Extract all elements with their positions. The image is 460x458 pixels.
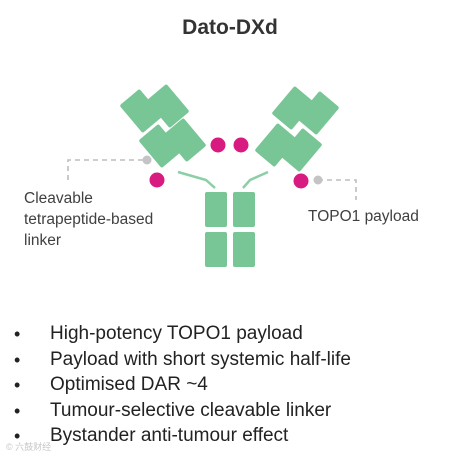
bullet-icon: • [14, 426, 21, 446]
linker-leader-line [67, 159, 146, 180]
left-fab-arm [120, 84, 206, 168]
bullet-icon: • [14, 400, 21, 421]
list-item: • Payload with short systemic half-life [0, 348, 351, 374]
bullet-icon: • [14, 375, 21, 395]
linker-label: Cleavable tetrapeptide-based linker [24, 188, 153, 251]
linker-end-dot [142, 155, 152, 165]
diagram-title: Dato-DXd [182, 16, 278, 39]
list-item: • Tumour-selective cleavable linker [0, 399, 351, 425]
payload-dot [149, 172, 165, 188]
list-item: • Bystander anti-tumour effect [0, 424, 351, 450]
payload-end-dot [313, 175, 323, 185]
list-item-text: High-potency TOPO1 payload [50, 323, 303, 344]
antibody-diagram [67, 84, 357, 267]
payload-dot [233, 137, 249, 153]
watermark: © 六鼓财经 [6, 442, 52, 452]
payload-dot [210, 137, 226, 153]
feature-list: • High-potency TOPO1 payload • Payload wit… [0, 322, 351, 450]
right-fab-arm [255, 86, 339, 172]
bullet-icon: • [14, 324, 21, 344]
payload-dots [149, 137, 309, 189]
list-item-text: Bystander anti-tumour effect [50, 425, 289, 446]
list-item: • High-potency TOPO1 payload [0, 322, 351, 348]
left-hinge [177, 170, 216, 189]
bullet-icon: • [14, 349, 21, 370]
linker-label-line-1: Cleavable [24, 190, 93, 207]
list-item-text: Optimised DAR ~4 [50, 374, 208, 395]
linker-label-line-2: tetrapeptide-based [24, 211, 154, 228]
list-item-text: Payload with short systemic half-life [50, 348, 351, 370]
list-item: • Optimised DAR ~4 [0, 373, 351, 399]
linker-label-line-3: linker [24, 232, 62, 249]
fc-stem [205, 192, 255, 267]
right-hinge [242, 170, 269, 189]
payload-dot [293, 173, 309, 189]
list-item-text: Tumour-selective cleavable linker [50, 399, 332, 421]
payload-label: TOPO1 payload [308, 208, 419, 225]
payload-leader-line [318, 179, 357, 200]
